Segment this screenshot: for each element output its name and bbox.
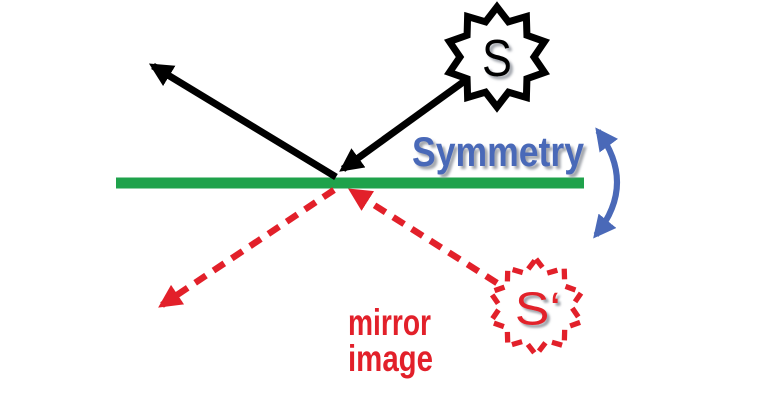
source-starburst: S (444, 1, 550, 113)
mirror-source-starburst: S‘ (486, 254, 586, 360)
incident-ray (339, 77, 469, 172)
mirror-source-starburst-outline (486, 254, 586, 360)
symmetry-arc-arrow (593, 127, 620, 239)
source-starburst-outline (444, 1, 550, 113)
mirror-ray-from-image (348, 188, 499, 286)
mirror-source-label: S‘ (515, 282, 561, 334)
mirror-ray-left (158, 187, 336, 308)
source-label: S (482, 30, 512, 88)
mirror-caption-line2: image (348, 338, 433, 379)
symmetry-label: Symmetry (412, 128, 585, 175)
mirror-caption-line1: mirror (348, 302, 431, 343)
reflected-ray (148, 63, 338, 180)
